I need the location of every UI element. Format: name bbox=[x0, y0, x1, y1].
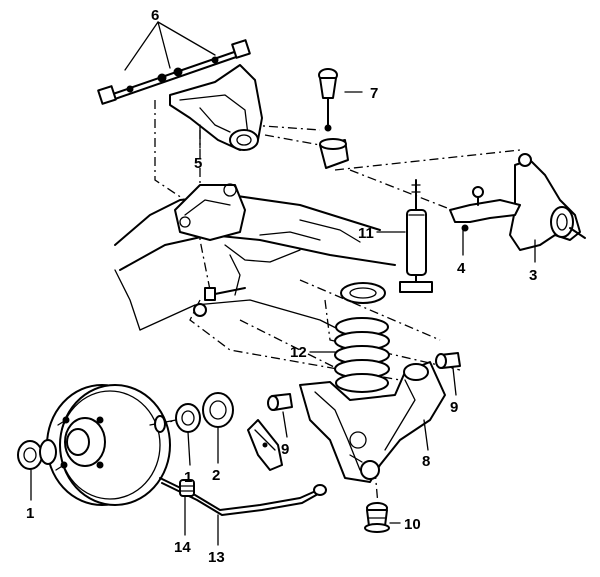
assembly-guide-lines bbox=[119, 100, 521, 506]
callout-8: 8 bbox=[422, 453, 430, 470]
callout-12: 12 bbox=[290, 344, 307, 361]
steering-knuckle bbox=[509, 153, 586, 251]
lower-control-arm bbox=[299, 361, 446, 483]
leader-lines bbox=[30, 21, 536, 546]
callout-2: 2 bbox=[212, 467, 220, 484]
upper-bump-stop bbox=[319, 138, 349, 169]
brake-rotor bbox=[46, 384, 171, 506]
frame-mount-bolt bbox=[193, 287, 246, 317]
upper-control-arm bbox=[169, 64, 263, 151]
upper-arm-shaft bbox=[97, 39, 251, 105]
callout-4: 4 bbox=[457, 260, 466, 277]
callout-numbers: 6 7 5 11 4 3 12 9 9 8 10 1 2 1 14 13 bbox=[26, 7, 537, 566]
bearing-seal bbox=[202, 392, 234, 428]
outer-hub-nut bbox=[17, 439, 57, 470]
spring-insulator bbox=[340, 282, 386, 304]
callout-1-bearing: 1 bbox=[184, 469, 192, 486]
callout-13: 13 bbox=[208, 549, 225, 566]
stabilizer-link bbox=[179, 479, 195, 497]
callout-1-nut: 1 bbox=[26, 505, 34, 522]
callout-11: 11 bbox=[358, 225, 374, 242]
frame-crossmember bbox=[114, 183, 396, 341]
lower-arm-bushings bbox=[267, 352, 461, 411]
callout-10: 10 bbox=[404, 516, 421, 533]
lower-ball-joint bbox=[364, 502, 390, 533]
upper-ball-joint bbox=[318, 68, 338, 132]
callout-5: 5 bbox=[194, 155, 202, 172]
callout-6: 6 bbox=[151, 7, 159, 24]
callout-14: 14 bbox=[174, 539, 191, 556]
callout-9-left: 9 bbox=[281, 441, 289, 458]
callout-7: 7 bbox=[370, 85, 378, 102]
callout-3: 3 bbox=[529, 267, 537, 284]
lower-arm-bracket bbox=[247, 419, 283, 471]
shock-absorber bbox=[399, 179, 433, 293]
callout-9-right: 9 bbox=[450, 399, 458, 416]
steering-arm bbox=[449, 186, 521, 232]
coil-spring bbox=[334, 317, 390, 393]
